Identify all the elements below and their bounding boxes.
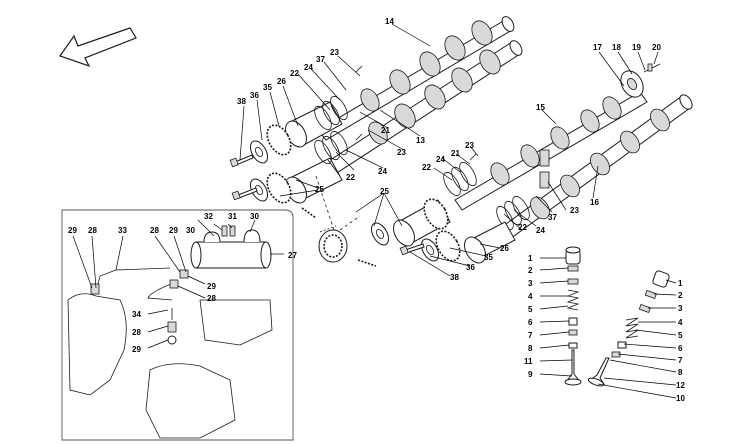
callout-1: 1 — [678, 279, 683, 288]
callout-2: 2 — [678, 291, 683, 300]
callout-23: 23 — [330, 48, 339, 57]
callout-5: 5 — [528, 305, 533, 314]
callout-22: 22 — [422, 163, 431, 172]
callout-24: 24 — [378, 167, 387, 176]
callout-2: 2 — [528, 266, 533, 275]
callout-35: 35 — [484, 253, 493, 262]
direction-arrow-icon — [59, 27, 137, 68]
callout-8: 8 — [678, 368, 683, 377]
callout-35: 35 — [263, 83, 272, 92]
callout-33: 33 — [118, 226, 127, 235]
callout-9: 9 — [528, 370, 533, 379]
callout-25: 25 — [315, 185, 324, 194]
camshaft-15 — [454, 91, 648, 211]
callout-4: 4 — [678, 318, 683, 327]
callout-18: 18 — [612, 43, 621, 52]
callout-21: 21 — [451, 149, 460, 158]
callout-28: 28 — [207, 294, 216, 303]
callout-7: 7 — [528, 331, 533, 340]
callout-29: 29 — [207, 282, 216, 291]
callout-17: 17 — [593, 43, 602, 52]
callout-15: 15 — [536, 103, 545, 112]
callout-37: 37 — [548, 213, 557, 222]
callout-21: 21 — [381, 126, 390, 135]
callout-32: 32 — [204, 212, 213, 221]
callout-1: 1 — [528, 254, 533, 263]
callout-16: 16 — [590, 198, 599, 207]
callout-13: 13 — [416, 136, 425, 145]
callout-20: 20 — [652, 43, 661, 52]
callout-22: 22 — [518, 223, 527, 232]
callout-28: 28 — [88, 226, 97, 235]
bolt-38-lower — [399, 243, 425, 256]
callout-37: 37 — [316, 55, 325, 64]
callout-34: 34 — [132, 310, 141, 319]
callout-28: 28 — [150, 226, 159, 235]
callout-36: 36 — [466, 263, 475, 272]
callout-4: 4 — [528, 292, 533, 301]
callout-6: 6 — [528, 318, 533, 327]
callout-27: 27 — [288, 251, 297, 260]
callout-22: 22 — [290, 69, 299, 78]
phaser-lower-middle — [370, 198, 516, 264]
callout-25: 25 — [380, 187, 389, 196]
callout-29: 29 — [169, 226, 178, 235]
callout-5: 5 — [678, 331, 683, 340]
oil-line-inset — [61, 209, 294, 441]
callout-7: 7 — [678, 356, 683, 365]
callout-6: 6 — [678, 344, 683, 353]
callout-14: 14 — [385, 17, 394, 26]
cam-cover-17-18 — [620, 63, 661, 98]
callout-29: 29 — [132, 345, 141, 354]
callout-26: 26 — [500, 244, 509, 253]
sprocket-upper-left — [249, 124, 292, 204]
callout-38: 38 — [237, 97, 246, 106]
bolt-38-upper — [229, 154, 258, 201]
timing-chain — [301, 175, 377, 267]
callout-19: 19 — [632, 43, 641, 52]
callout-24: 24 — [536, 226, 545, 235]
callout-12: 12 — [676, 381, 685, 390]
callout-10: 10 — [676, 394, 685, 403]
callout-24: 24 — [304, 63, 313, 72]
callout-22: 22 — [346, 173, 355, 182]
seal-rings-upper — [314, 95, 348, 165]
valve-stack-right — [587, 270, 670, 387]
callout-23: 23 — [397, 148, 406, 157]
leader-lines — [72, 23, 677, 399]
callout-8: 8 — [528, 344, 533, 353]
callout-38: 38 — [450, 273, 459, 282]
callout-30: 30 — [250, 212, 259, 221]
callout-31: 31 — [228, 212, 237, 221]
callout-23: 23 — [465, 141, 474, 150]
phaser-upper-left — [285, 101, 343, 204]
callout-24: 24 — [436, 155, 445, 164]
oil-feed-23-37 — [355, 65, 550, 189]
camshaft-14 — [317, 16, 515, 141]
callout-26: 26 — [277, 77, 286, 86]
callout-3: 3 — [678, 304, 683, 313]
callout-11: 11 — [524, 357, 533, 366]
valve-stack-left — [564, 246, 582, 386]
callout-36: 36 — [250, 91, 259, 100]
callout-30: 30 — [186, 226, 195, 235]
callout-29: 29 — [68, 226, 77, 235]
callout-28: 28 — [132, 328, 141, 337]
callout-labels: 14 23 37 24 22 26 35 36 38 21 23 13 24 2… — [68, 17, 685, 403]
callout-23: 23 — [570, 206, 579, 215]
callout-3: 3 — [528, 279, 533, 288]
